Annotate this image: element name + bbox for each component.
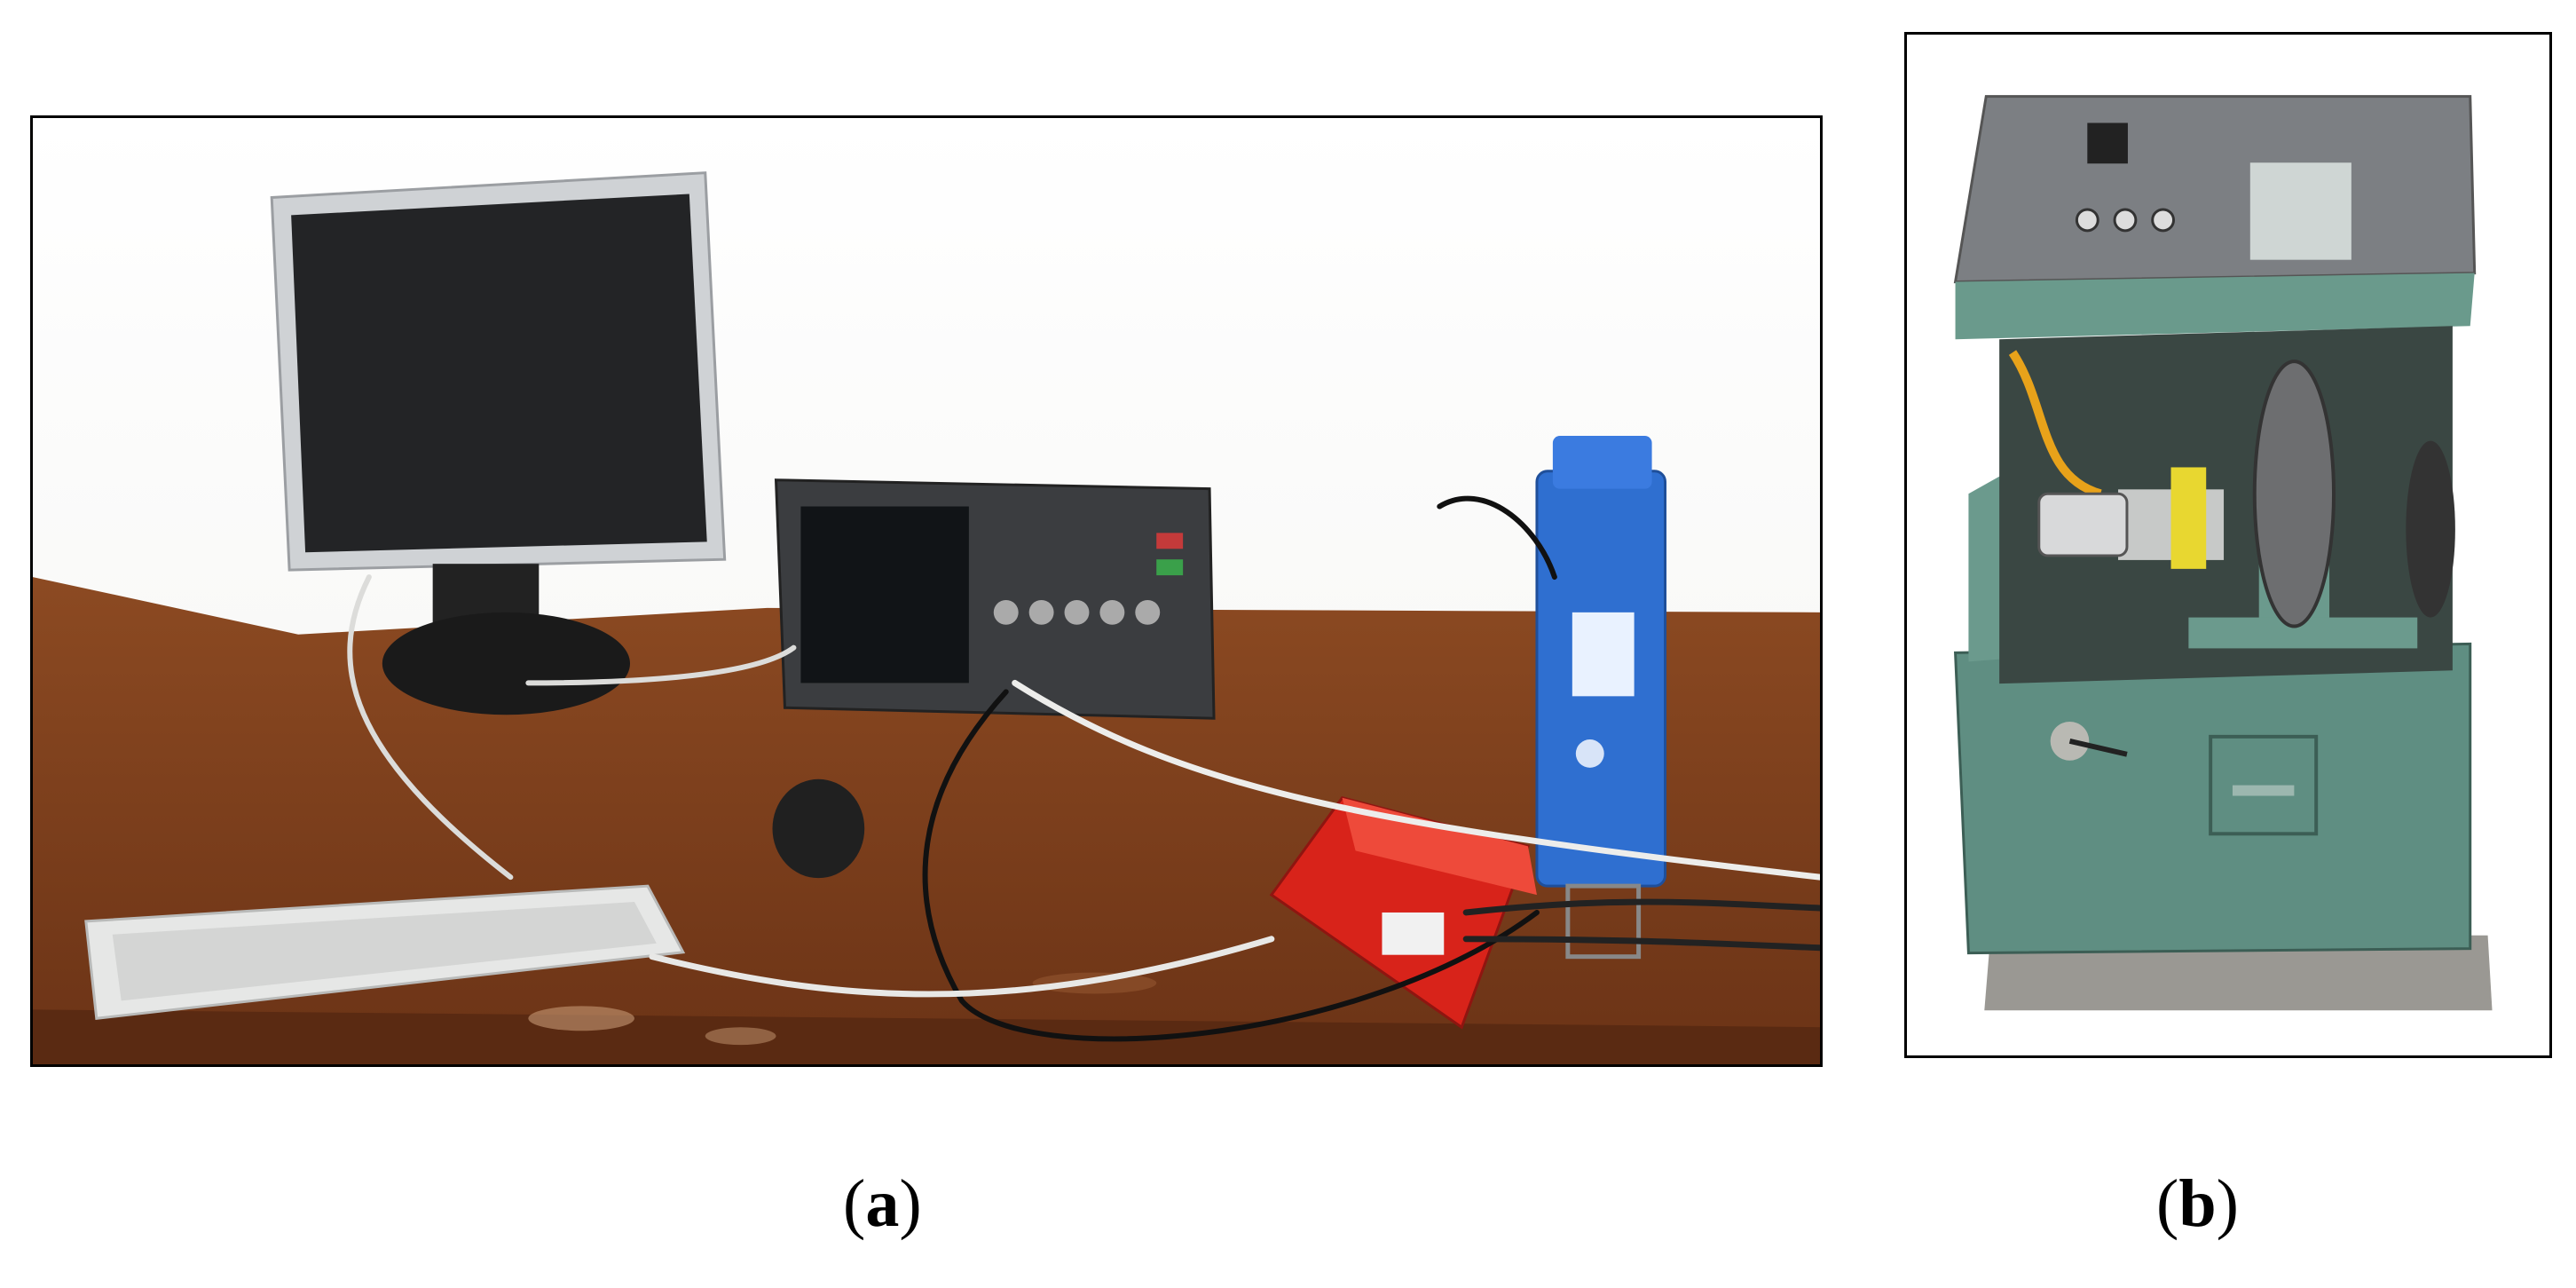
motor-icon — [2037, 492, 2129, 557]
mouse-icon — [772, 778, 865, 879]
panel-a-photo — [30, 115, 1823, 1067]
flywheel-icon — [2252, 360, 2336, 628]
cable-icon — [347, 495, 1820, 1042]
panel-b-label: b — [2178, 1166, 2217, 1241]
panel-b-caption: (b) — [2156, 1166, 2239, 1241]
panel-a-label: a — [865, 1166, 900, 1241]
panel-b-photo — [1904, 32, 2552, 1058]
measurement-setup-photo — [33, 118, 1820, 1064]
concrete-base-icon — [1984, 935, 2493, 1011]
test-machine-cabinet-icon — [1953, 95, 2477, 955]
oscilloscope-icon — [774, 478, 1216, 720]
test-machine-photo — [1907, 35, 2549, 1055]
daq-box-icon — [1269, 795, 1537, 1030]
panel-a-caption: (a) — [843, 1166, 922, 1241]
handheld-analyzer-icon — [1535, 435, 1667, 960]
monitor-icon — [270, 171, 727, 715]
keyboard-icon — [84, 884, 686, 1020]
